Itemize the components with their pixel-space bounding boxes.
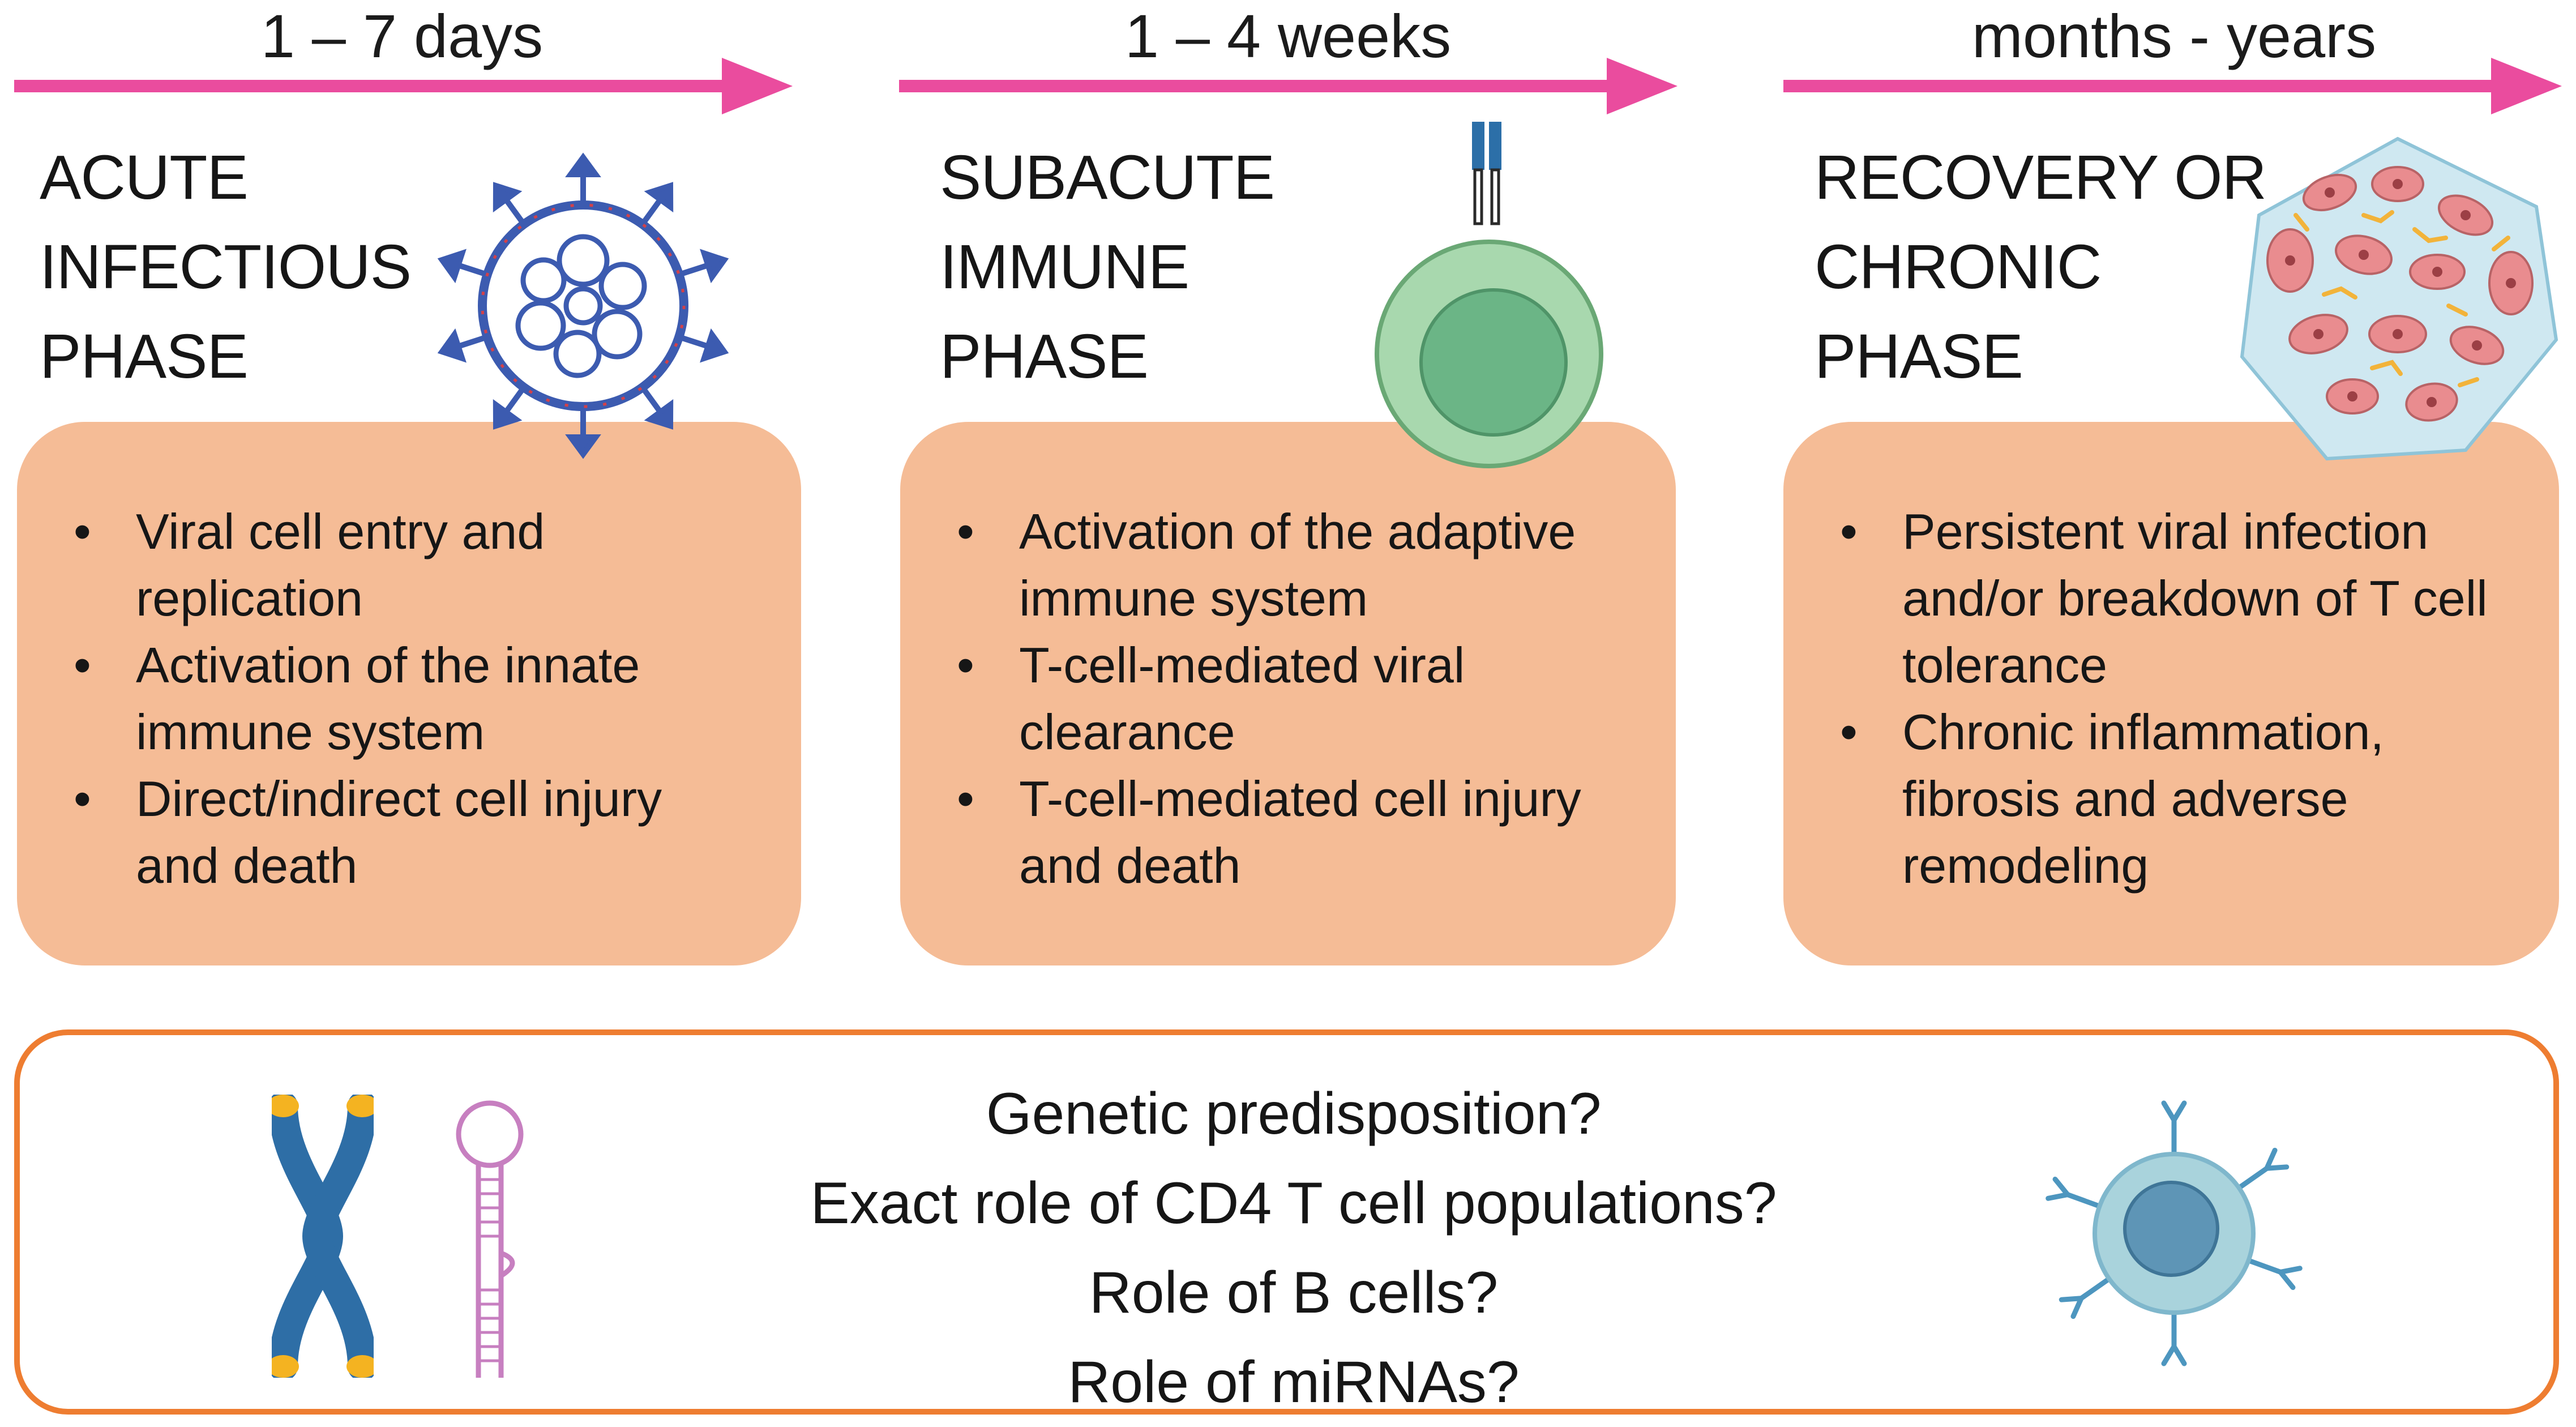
virus-icon <box>419 147 747 464</box>
phase-3-title-line-3: PHASE <box>1815 322 2023 391</box>
phase-1-title-line-2: INFECTIOUS <box>40 232 412 302</box>
phase-1-box: Viral cell entry and replication Activat… <box>17 422 801 965</box>
question-3: Role of B cells? <box>1089 1260 1499 1326</box>
b-cell-icon <box>2041 1083 2307 1378</box>
question-4: Role of miRNAs? <box>1068 1349 1520 1415</box>
phase-2-bullet-3: T-cell-mediated cell injury and death <box>951 766 1631 899</box>
question-1: Genetic predisposition? <box>986 1081 1602 1147</box>
phase-2-title-line-3: PHASE <box>940 322 1149 391</box>
phase-2-title-line-2: IMMUNE <box>940 232 1189 302</box>
phase-3-title: RECOVERY OR CHRONIC PHASE <box>1815 133 2267 401</box>
phase-2-title-line-1: SUBACUTE <box>940 143 1275 212</box>
phase-3-bullet-1: Persistent viral infection and/or breakd… <box>1834 498 2514 699</box>
phase-3-bullet-2: Chronic inflammation, fibrosis and adver… <box>1834 699 2514 899</box>
phase-1-title-line-1: ACUTE <box>40 143 249 212</box>
question-2: Exact role of CD4 T cell populations? <box>810 1170 1777 1236</box>
phase-2-bullet-2: T-cell-mediated viral clearance <box>951 632 1631 766</box>
phase-3-bullets: Persistent viral infection and/or breakd… <box>1834 498 2514 899</box>
phase-1-duration: 1 – 7 days <box>260 2 544 70</box>
mirna-hairpin-icon <box>450 1095 535 1389</box>
open-questions-list: Genetic predisposition? Exact role of CD… <box>643 1069 1945 1427</box>
tissue-fibrosis-icon <box>2228 130 2568 470</box>
phase-3-duration: months - years <box>1971 2 2377 70</box>
t-cell-icon <box>1370 119 1619 481</box>
phase-1-bullets: Viral cell entry and replication Activat… <box>68 498 756 899</box>
phase-2-duration: 1 – 4 weeks <box>1124 2 1452 70</box>
open-questions-box: Genetic predisposition? Exact role of CD… <box>14 1029 2559 1415</box>
phase-2-bullet-1: Activation of the adaptive immune system <box>951 498 1631 632</box>
phase-2-box: Activation of the adaptive immune system… <box>900 422 1676 965</box>
timeline-arrow-2 <box>899 57 1680 136</box>
phase-2-title: SUBACUTE IMMUNE PHASE <box>940 133 1275 401</box>
phase-1-bullet-3: Direct/indirect cell injury and death <box>68 766 756 899</box>
chromosome-icon <box>267 1091 378 1381</box>
phase-3-title-line-1: RECOVERY OR <box>1815 143 2267 212</box>
phase-3-box: Persistent viral infection and/or breakd… <box>1783 422 2559 965</box>
phase-2-bullets: Activation of the adaptive immune system… <box>951 498 1631 899</box>
timeline-arrow-1 <box>14 57 795 136</box>
phase-1-bullet-1: Viral cell entry and replication <box>68 498 756 632</box>
timeline-arrow-3 <box>1783 57 2565 136</box>
phase-1-title: ACUTE INFECTIOUS PHASE <box>40 133 412 401</box>
phase-1-title-line-3: PHASE <box>40 322 249 391</box>
phase-1-bullet-2: Activation of the innate immune system <box>68 632 756 766</box>
phase-3-title-line-2: CHRONIC <box>1815 232 2102 302</box>
